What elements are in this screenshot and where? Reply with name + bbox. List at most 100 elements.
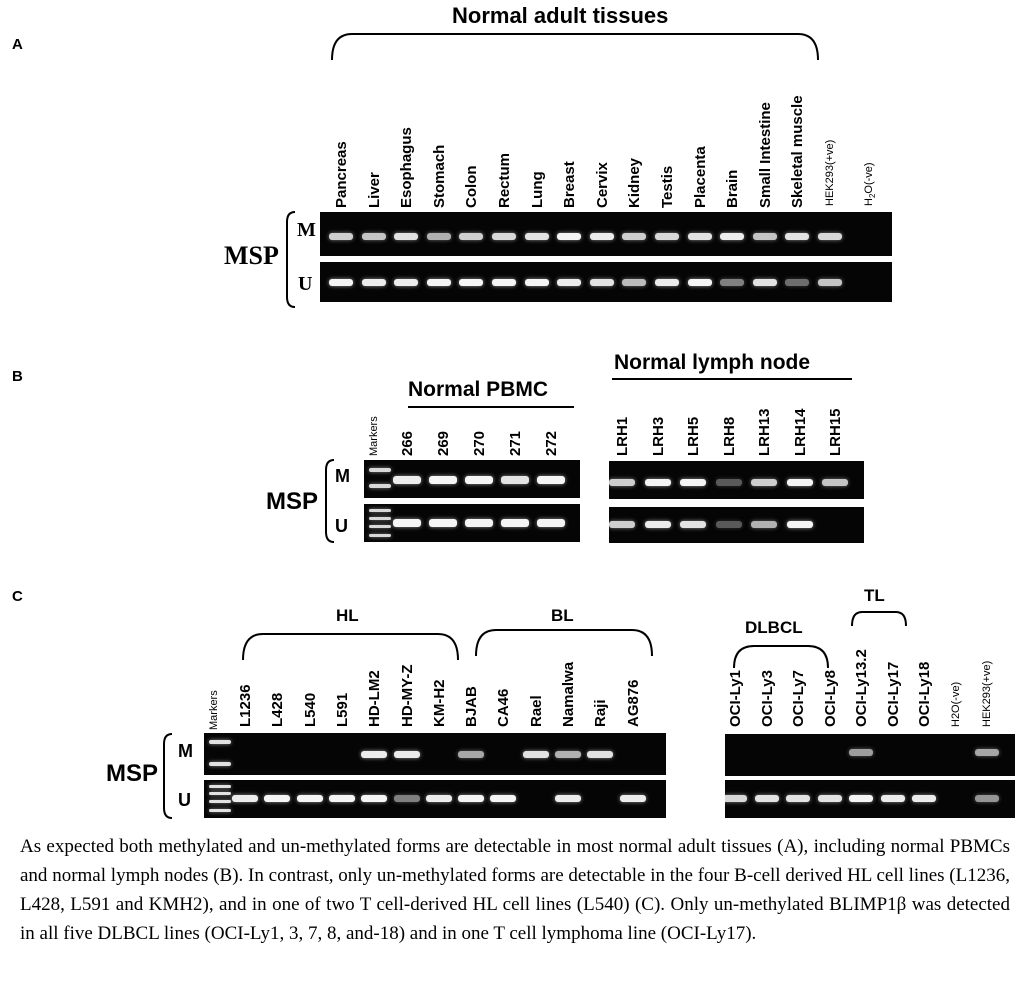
band bbox=[880, 794, 905, 802]
marker-band bbox=[209, 808, 231, 812]
panel-b-letter: B bbox=[12, 368, 23, 385]
band bbox=[822, 478, 848, 486]
band bbox=[680, 478, 706, 486]
band bbox=[394, 278, 419, 286]
band bbox=[622, 232, 647, 240]
panel-c-gel-right-m bbox=[725, 734, 1015, 776]
marker-band bbox=[369, 524, 391, 528]
panel-a-title: Normal adult tissues bbox=[452, 3, 669, 28]
band bbox=[715, 478, 742, 486]
panel-a-letter: A bbox=[12, 36, 23, 53]
marker-band bbox=[369, 468, 391, 472]
band bbox=[490, 794, 517, 802]
panel-c-dlbcl: DLBCL bbox=[745, 618, 803, 637]
panel-a-msp-label: MSP bbox=[224, 241, 279, 270]
band bbox=[849, 748, 873, 756]
panel-b-row-m: M bbox=[335, 466, 350, 486]
band bbox=[785, 232, 810, 240]
panel-b-row-u: U bbox=[335, 516, 348, 536]
panel-c-bl: BL bbox=[551, 606, 574, 625]
panel-b-gel-ln-u bbox=[609, 507, 864, 543]
band bbox=[687, 232, 712, 240]
band bbox=[818, 278, 842, 286]
band bbox=[609, 478, 635, 486]
panel-c-msp-label: MSP bbox=[106, 760, 159, 787]
band bbox=[752, 278, 777, 286]
panel-a-row-u: U bbox=[298, 273, 313, 295]
band bbox=[426, 232, 451, 240]
band bbox=[361, 750, 388, 758]
band bbox=[644, 478, 671, 486]
band bbox=[786, 794, 810, 802]
band bbox=[849, 794, 873, 802]
band bbox=[655, 232, 679, 240]
band bbox=[720, 232, 745, 240]
marker-band bbox=[209, 791, 231, 795]
band bbox=[232, 794, 258, 802]
marker-band bbox=[209, 762, 231, 766]
band bbox=[587, 750, 614, 758]
band bbox=[725, 794, 747, 802]
panel-c-hl: HL bbox=[336, 606, 359, 625]
band bbox=[501, 519, 529, 527]
panel-b-title-ln: Normal lymph node bbox=[614, 351, 811, 374]
marker-band bbox=[369, 533, 391, 537]
band bbox=[524, 232, 549, 240]
panel-b-msp-label: MSP bbox=[266, 488, 319, 515]
band bbox=[492, 232, 516, 240]
band bbox=[328, 794, 355, 802]
marker-band bbox=[209, 784, 231, 788]
band bbox=[754, 794, 779, 802]
band bbox=[393, 519, 421, 527]
band bbox=[557, 232, 582, 240]
band bbox=[459, 232, 484, 240]
band bbox=[589, 278, 614, 286]
band bbox=[720, 278, 745, 286]
band bbox=[361, 278, 386, 286]
panel-c-row-u: U bbox=[178, 790, 191, 810]
panel-b-pbmc-underline bbox=[408, 406, 574, 408]
band bbox=[296, 794, 323, 802]
band bbox=[644, 520, 671, 528]
panel-b-title-pbmc: Normal PBMC bbox=[408, 378, 549, 401]
marker-band bbox=[369, 484, 391, 488]
band bbox=[975, 794, 999, 802]
band bbox=[429, 519, 457, 527]
band bbox=[393, 794, 420, 802]
band bbox=[609, 520, 635, 528]
band bbox=[817, 794, 842, 802]
band bbox=[680, 520, 706, 528]
marker-band bbox=[369, 508, 391, 512]
band bbox=[329, 278, 353, 286]
panel-c-letter: C bbox=[12, 588, 23, 605]
panel-b-gel-ln-m bbox=[609, 461, 864, 499]
marker-band bbox=[369, 516, 391, 520]
panel-a-gel-m bbox=[320, 212, 892, 256]
panel-c-gel-left-u bbox=[204, 780, 666, 818]
band bbox=[394, 232, 419, 240]
band bbox=[393, 476, 421, 484]
band bbox=[912, 794, 936, 802]
band bbox=[458, 794, 485, 802]
panel-c-row-m: M bbox=[178, 741, 193, 761]
band bbox=[715, 520, 742, 528]
band bbox=[589, 232, 614, 240]
panel-a-gel-u bbox=[320, 262, 892, 302]
band bbox=[459, 278, 484, 286]
marker-band bbox=[209, 799, 231, 803]
band bbox=[361, 232, 386, 240]
panel-b-gel-pbmc-m bbox=[364, 460, 580, 498]
band bbox=[555, 794, 581, 802]
band bbox=[751, 478, 777, 486]
band bbox=[537, 519, 565, 527]
band bbox=[429, 476, 457, 484]
marker-band bbox=[209, 740, 231, 744]
band bbox=[264, 794, 291, 802]
band bbox=[522, 750, 549, 758]
panel-c-gel-right-u bbox=[725, 780, 1015, 818]
band bbox=[975, 748, 999, 756]
